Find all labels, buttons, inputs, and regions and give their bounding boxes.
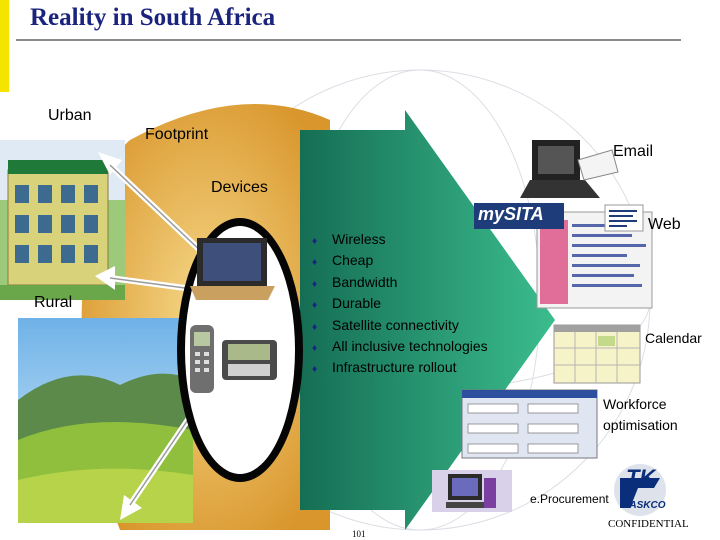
procurement-computer-icon bbox=[432, 470, 512, 512]
label-email: Email bbox=[613, 143, 654, 160]
green-arrow bbox=[300, 110, 555, 530]
laptop-icon bbox=[190, 238, 275, 300]
slide-title: Reality in South Africa bbox=[30, 4, 276, 31]
label-rural: Rural bbox=[34, 294, 73, 311]
communicator-icon bbox=[222, 340, 277, 380]
label-workforce-line1: Workforce bbox=[603, 396, 667, 412]
label-calendar: Calendar bbox=[645, 330, 702, 346]
taskco-logo-text: TASKCO bbox=[624, 500, 666, 511]
bullet-icon: ♦ bbox=[312, 343, 318, 355]
calendar-screenshot bbox=[553, 324, 641, 384]
expense-form-screenshot bbox=[461, 389, 598, 459]
accent-bar bbox=[0, 0, 9, 92]
bullet-icon: ♦ bbox=[312, 364, 318, 376]
bullet-icon: ♦ bbox=[312, 300, 318, 312]
bullet-icon: ♦ bbox=[312, 278, 318, 290]
list-item: ♦Cheap bbox=[312, 251, 488, 272]
mysita-logo-text: mySITA bbox=[478, 204, 544, 224]
email-computer-icon bbox=[520, 140, 619, 198]
taskco-logo bbox=[614, 464, 666, 516]
taskco-logo-mark: TK bbox=[626, 465, 656, 490]
landscape-photo bbox=[18, 318, 193, 523]
list-item: ♦Infrastructure rollout bbox=[312, 358, 488, 379]
confidential-label: CONFIDENTIAL bbox=[608, 518, 689, 530]
mobile-phone-icon bbox=[190, 325, 214, 393]
list-item: ♦All inclusive technologies bbox=[312, 337, 488, 358]
label-workforce-line2: optimisation bbox=[603, 417, 678, 433]
bullet-icon: ♦ bbox=[312, 321, 318, 333]
list-item: ♦Wireless bbox=[312, 230, 488, 251]
label-footprint: Footprint bbox=[145, 126, 209, 143]
list-item: ♦Satellite connectivity bbox=[312, 316, 488, 337]
label-urban: Urban bbox=[48, 107, 92, 124]
list-item: ♦Bandwidth bbox=[312, 273, 488, 294]
label-web: Web bbox=[648, 216, 681, 233]
building-photo bbox=[0, 140, 125, 300]
bullet-icon: ♦ bbox=[312, 257, 318, 269]
mysita-logo bbox=[474, 203, 644, 232]
list-item: ♦Durable bbox=[312, 294, 488, 315]
feature-list: ♦Wireless ♦Cheap ♦Bandwidth ♦Durable ♦Sa… bbox=[312, 230, 488, 380]
label-devices: Devices bbox=[211, 179, 268, 196]
title-divider bbox=[16, 39, 681, 41]
bullet-icon: ♦ bbox=[312, 236, 318, 247]
page-number: 101 bbox=[352, 529, 366, 539]
label-eprocurement: e.Procurement bbox=[530, 492, 609, 506]
